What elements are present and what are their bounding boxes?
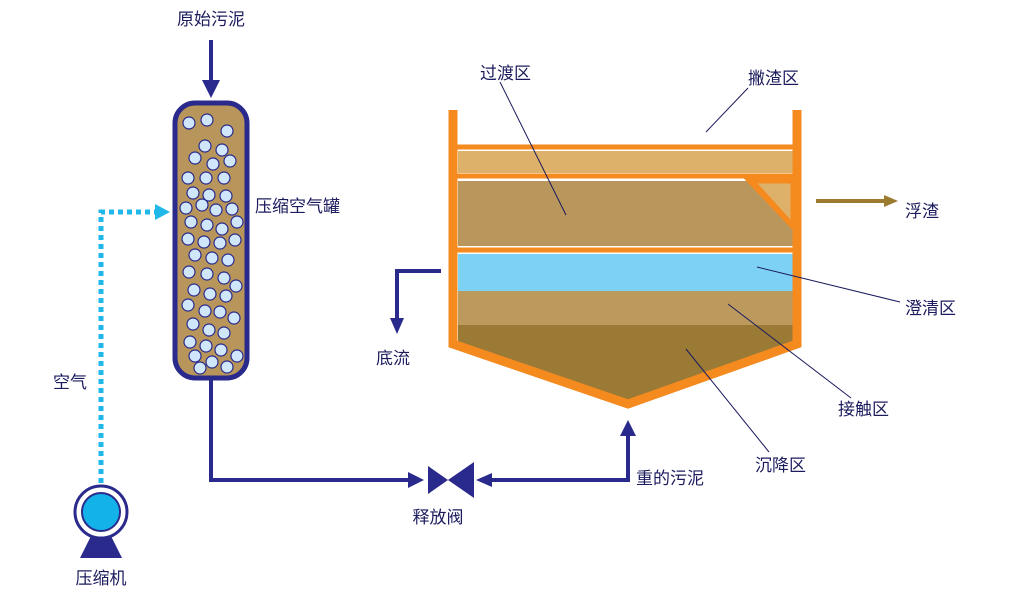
contact-zone-label: 接触区 [838,400,889,420]
air-bubble [213,305,227,319]
air-bubble [223,154,237,168]
air-bubble [219,289,233,303]
skimming-band [458,151,793,173]
settling-zone-label: 沉降区 [755,456,806,476]
settling-zone-leader [685,348,770,453]
raw-sludge-label: 原始污泥 [177,10,245,30]
contact-zone-leader [727,303,852,399]
clarification-zone [458,254,793,291]
air-bubble [221,253,235,267]
scum-outlet-arrow [816,195,898,207]
valve-to-flotation-pipe [476,420,636,487]
compressor [73,484,129,558]
air-bubble [184,215,198,229]
air-bubble [181,232,195,246]
air-bubble [229,279,243,293]
air-bubble [200,218,214,232]
air-bubble [199,171,213,185]
air-bubble [198,139,212,153]
transition-zone-leader [499,81,567,216]
air-bubble [217,171,231,185]
transition-zone [458,181,793,246]
leader-lines [499,81,901,453]
heavy-sludge-label: 重的污泥 [636,469,704,489]
air-bubble [198,304,212,318]
air-bubble [179,201,193,215]
air-bubble [182,116,196,130]
air-bubble [186,186,200,200]
scum-label: 浮渣 [905,202,939,222]
air-bubble [181,171,195,185]
air-bubble [217,326,231,340]
air-bubble [202,188,216,202]
air-bubble [203,287,217,301]
raw-sludge-inlet-arrow [202,40,220,98]
compressor-label: 压缩机 [76,569,127,589]
air-line [98,204,170,483]
air-bubble [206,157,220,171]
air-bubble [220,360,234,374]
air-bubble [202,323,216,337]
air-bubble [227,311,241,325]
air-label: 空气 [53,373,87,393]
air-bubble [200,113,214,127]
air-bubble [200,267,214,281]
air-bubble [230,215,244,229]
air-bubble [220,124,234,138]
air-bubble [219,189,233,203]
air-bubble [186,317,200,331]
release-valve-label: 释放阀 [413,508,464,528]
air-bubble [209,203,223,217]
air-bubble [197,235,211,249]
air-bubble [213,236,227,250]
clarification-zone-label: 澄清区 [905,299,956,319]
settling-zone [458,325,793,402]
skimming-zone-label: 撇渣区 [748,69,799,89]
air-bubble [181,298,195,312]
air-bubble [193,361,207,375]
air-bubble [215,222,229,236]
tank-to-valve-pipe [209,380,424,488]
underflow-outlet [390,269,441,334]
air-bubble [188,248,202,262]
air-bubble [215,143,229,157]
air-bubble [187,283,201,297]
air-bubbles [179,113,244,375]
clarification-zone-leader [756,266,901,303]
air-bubble [230,349,244,363]
flotation-tank [448,110,802,409]
air-bubble [188,349,202,363]
air-bubble [199,339,213,353]
underflow-label: 底流 [376,349,410,369]
air-bubble [182,265,196,279]
skimming-zone-leader [705,87,749,133]
air-bubble [225,202,239,216]
air-bubble [195,198,209,212]
transition-zone-label: 过渡区 [480,64,531,84]
air-bubble [183,335,197,349]
air-bubble [205,355,219,369]
air-bubble [188,151,202,165]
air-bubble [228,233,242,247]
air-bubble [214,343,228,357]
compressed-air-tank-label: 压缩空气罐 [255,197,340,217]
air-bubble [205,251,219,265]
air-bubble [217,271,231,285]
release-valve [428,462,474,498]
contact-zone [458,291,793,325]
